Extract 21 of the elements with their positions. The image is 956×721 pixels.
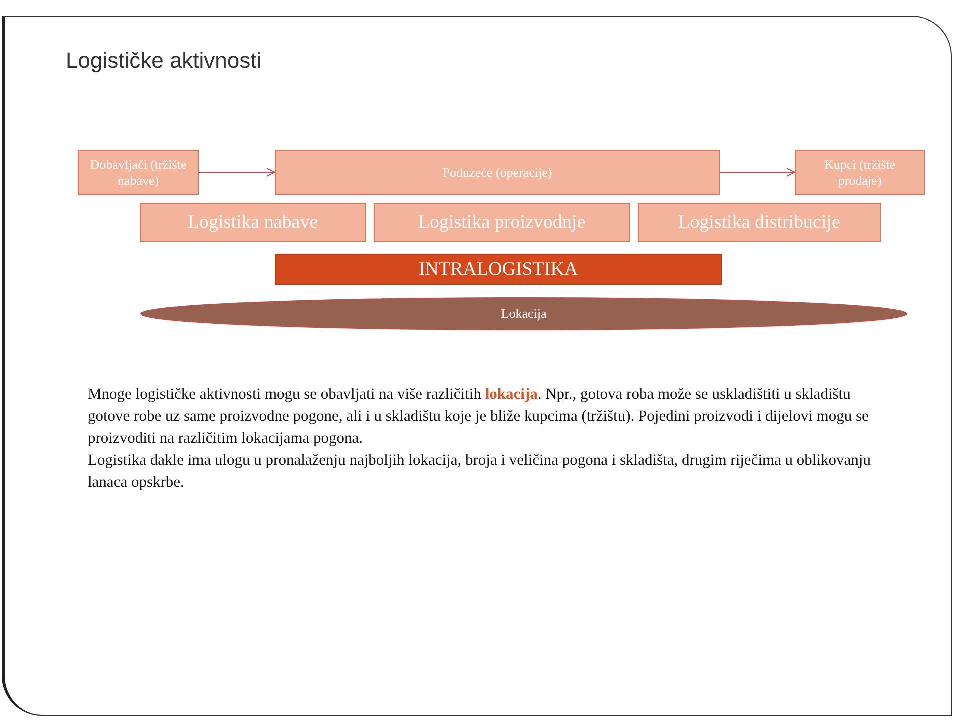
box-label: Logistika proizvodnje <box>417 212 587 234</box>
process-box <box>374 203 630 242</box>
box-label: Logistika distribucije <box>677 212 842 234</box>
arrow <box>720 168 796 177</box>
process-box <box>78 150 199 195</box>
process-box <box>140 203 366 242</box>
process-box <box>638 203 881 242</box>
box-label: Poduzeće (operacije) <box>442 164 554 180</box>
body-paragraph: Mnoge logističke aktivnosti mogu se obavljati na više različitih lokacija. Npr., gotova roba može se uskladištiti u skladištu gotove robe uz same proizvodne pogone, ali i u skladištu koje je bliže kupcima (tržištu). Pojedini proizvodi i dijelovi mogu se proizvoditi na različitim lokacijama pogona. <box>88 385 870 449</box>
process-box <box>795 150 925 195</box>
box-label: INTRALOGISTIKA <box>418 258 580 280</box>
process-box <box>275 150 720 195</box>
box-label: Kupci (tržište prodaje) <box>823 156 897 188</box>
box-label: Logistika nabave <box>186 212 320 234</box>
slide-title: Logističke aktivnosti <box>66 48 262 74</box>
process-box <box>275 254 722 285</box>
arrow <box>198 168 276 177</box>
box-label: Dobavljači (tržište nabave) <box>89 156 188 188</box>
body-paragraph: Logistika dakle ima ulogu u pronalaženju najboljih lokacija, broja i veličina pogona i skladišta, drugim riječima u oblikovanju lanaca opskrbe. <box>88 451 872 493</box>
box-label: Lokacija <box>500 306 548 322</box>
ellipse-shape <box>140 297 908 331</box>
